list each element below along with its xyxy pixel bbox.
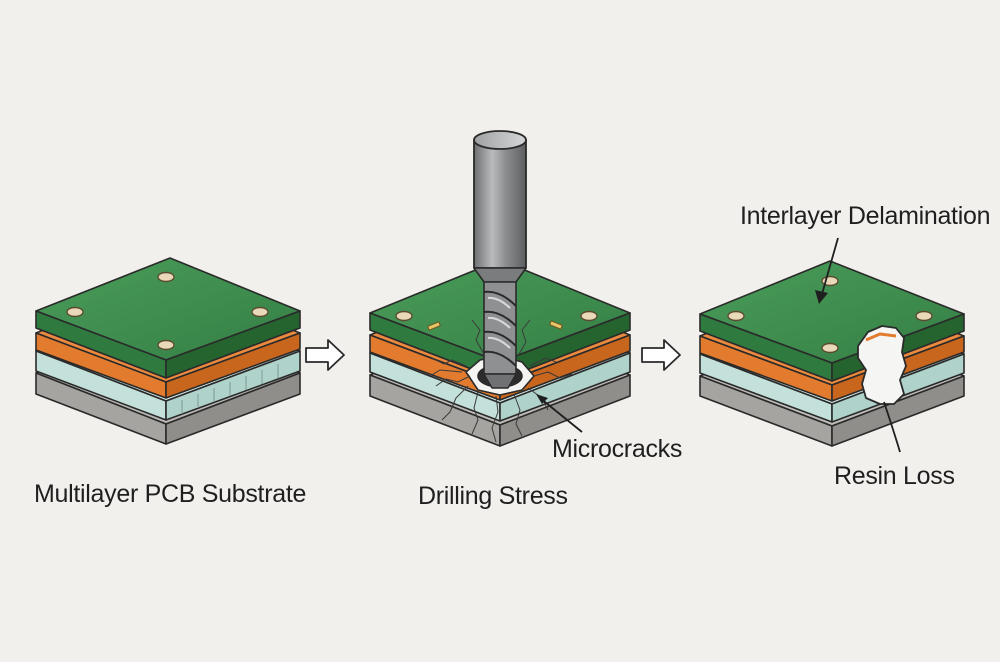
drill-bit-icon — [473, 130, 527, 389]
glass-fiber-strands — [181, 364, 279, 414]
mounting-holes-2 — [395, 310, 598, 322]
label-microcracks: Microcracks — [552, 435, 683, 463]
delamination-void — [857, 325, 907, 405]
panel-multilayer-substrate — [35, 257, 301, 445]
panel-drilling-stress — [369, 130, 631, 447]
resin-loss-pointer — [883, 401, 901, 453]
panel-delamination — [699, 260, 965, 447]
green-solder-mask-layer — [35, 257, 301, 379]
arrow-right-icon-2 — [641, 339, 681, 371]
label-drilling-stress: Drilling Stress — [418, 482, 568, 510]
label-resin-loss: Resin Loss — [834, 462, 955, 490]
mounting-holes — [66, 271, 269, 351]
label-interlayer-delamination: Interlayer Delamination — [740, 202, 991, 230]
orange-copper-layer — [35, 279, 301, 399]
microcracks-pointer — [536, 394, 583, 433]
arrow-right-icon — [305, 339, 345, 371]
delamination-pointer — [815, 237, 839, 304]
copper-pads — [427, 320, 563, 331]
label-multilayer-pcb-substrate: Multilayer PCB Substrate — [34, 480, 307, 508]
